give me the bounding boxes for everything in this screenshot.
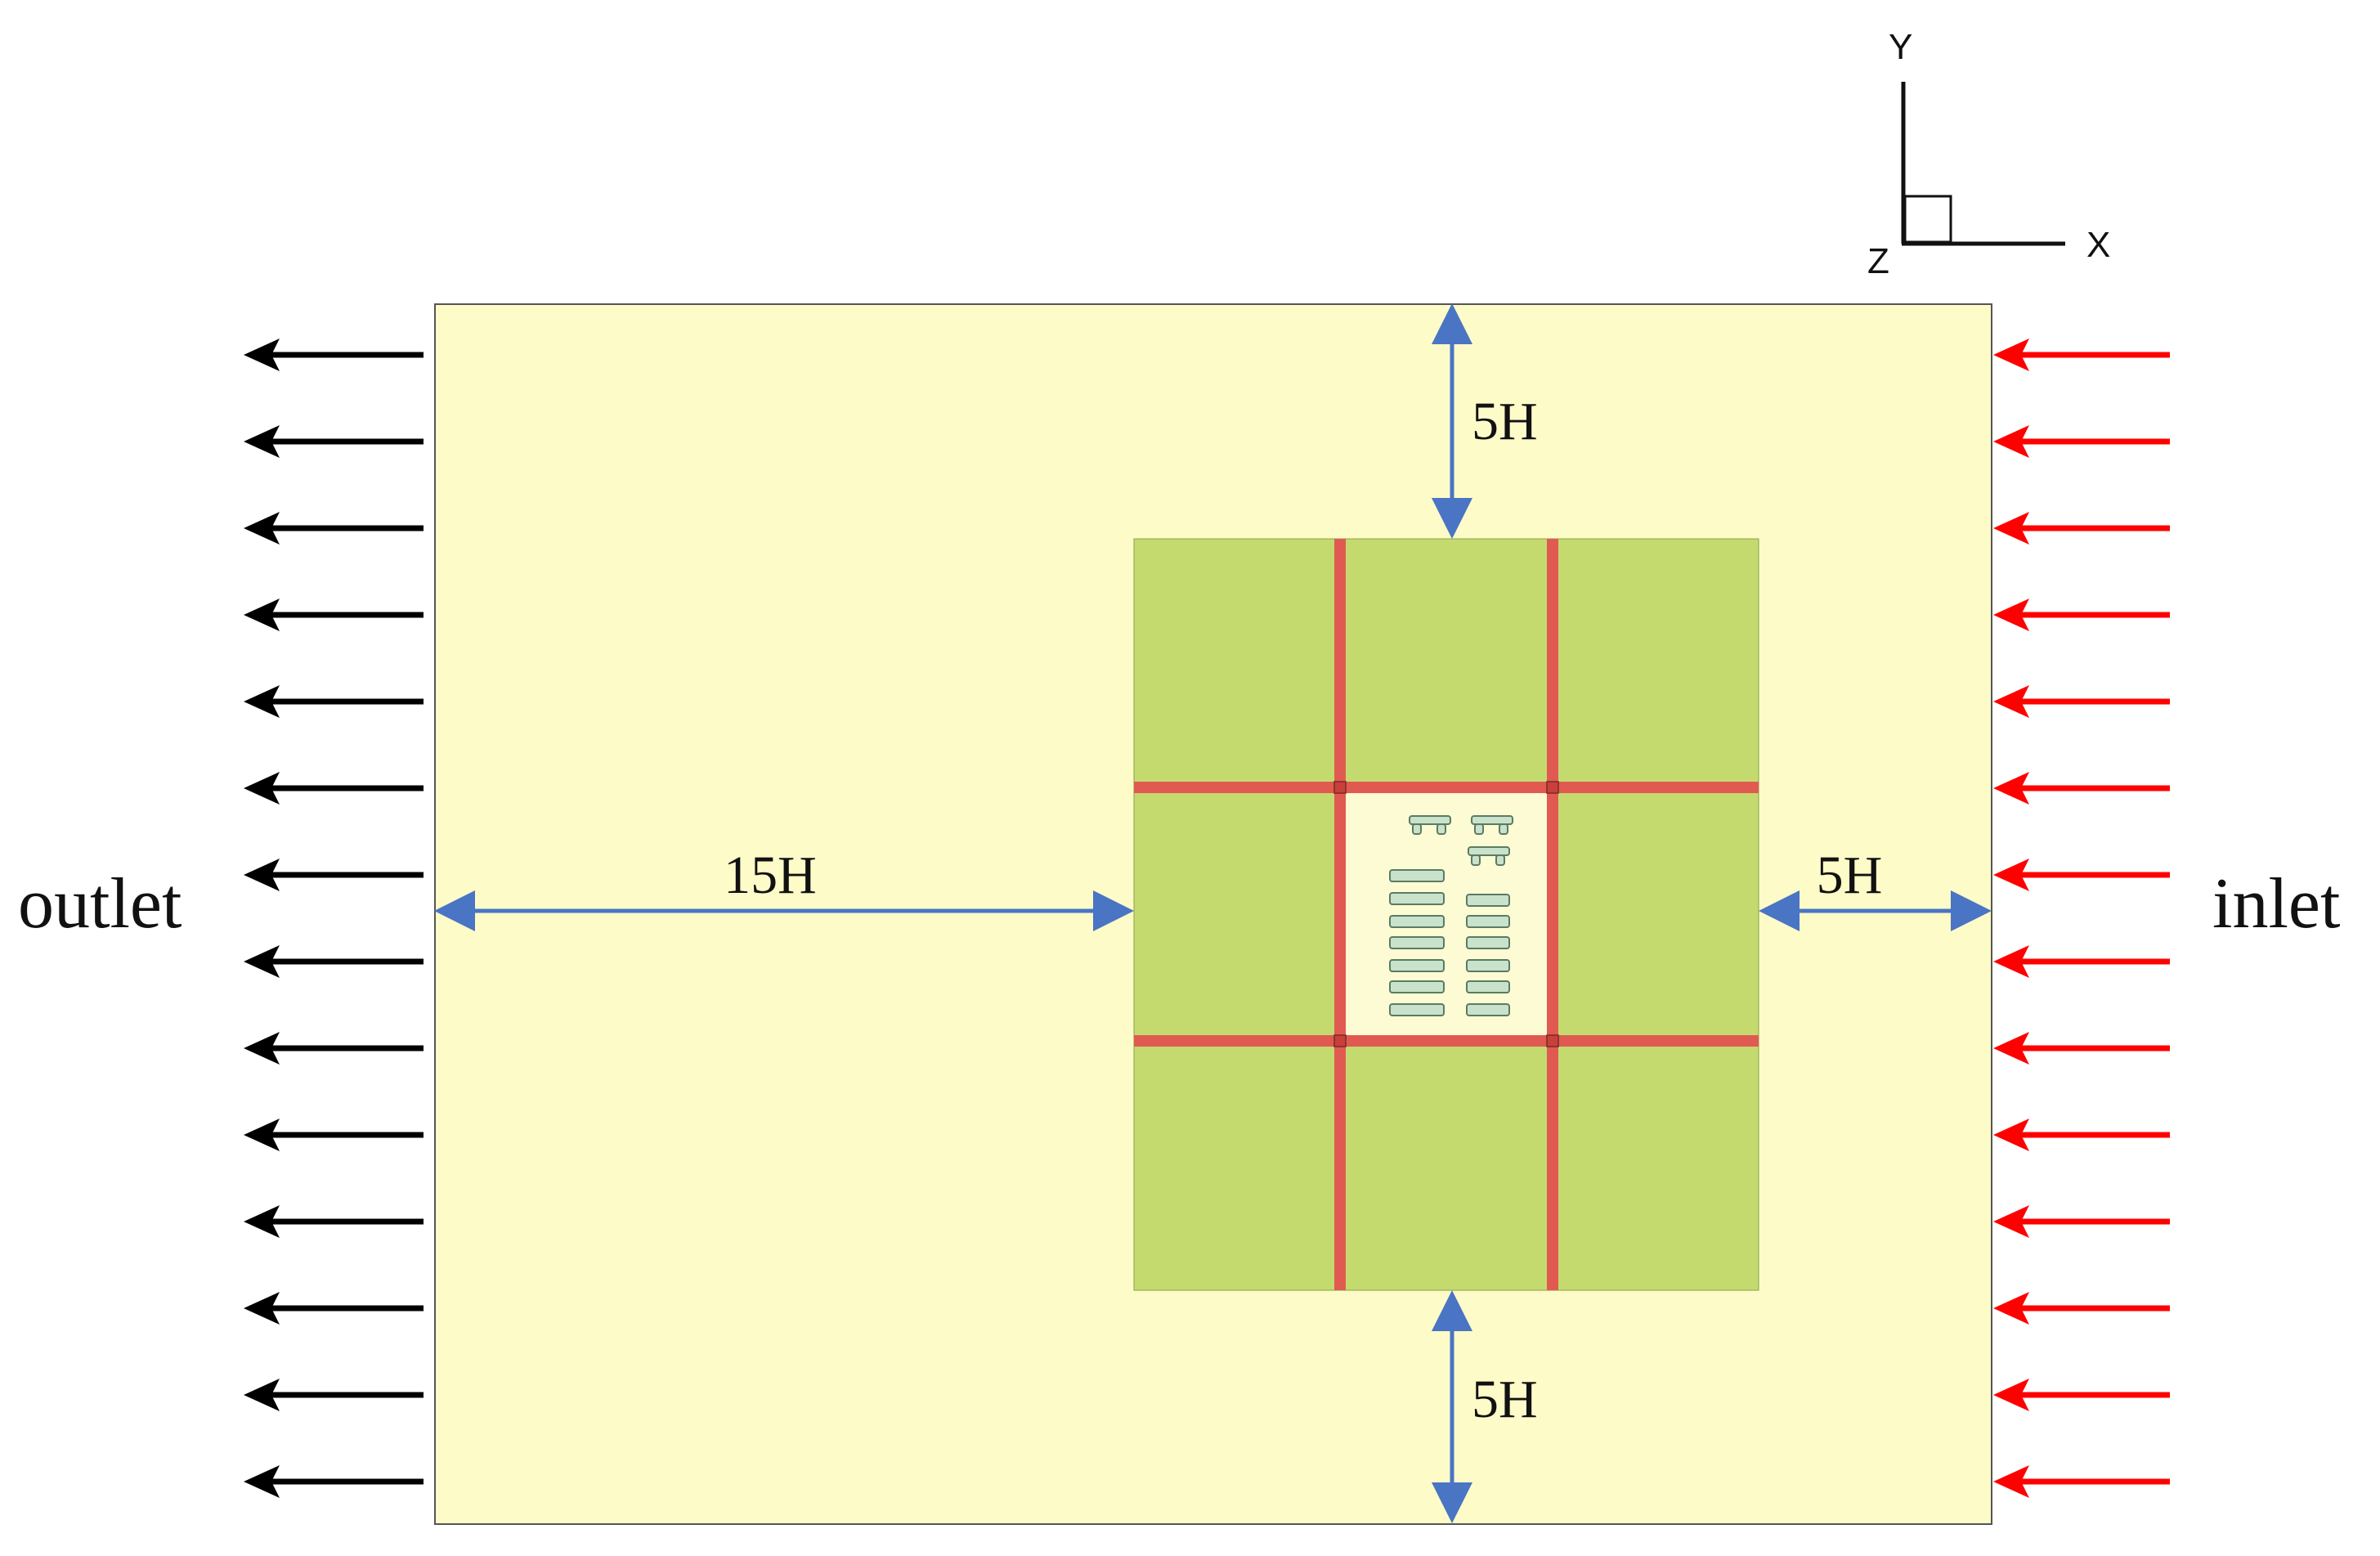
z-axis-label: Z	[1867, 241, 1889, 281]
building	[1389, 892, 1445, 905]
intersection-marker	[1333, 1034, 1347, 1047]
building	[1466, 915, 1510, 928]
intersection-marker	[1546, 781, 1559, 794]
building	[1389, 915, 1445, 928]
inlet-arrow-group	[1993, 339, 2170, 1498]
outlet-flow-arrow	[244, 512, 424, 545]
axis-corner-square	[1903, 195, 1952, 244]
inlet-flow-arrow	[1993, 859, 2170, 891]
outlet-flow-arrow	[244, 685, 424, 718]
building	[1466, 959, 1510, 972]
inlet-flow-arrow	[1993, 945, 2170, 978]
outlet-flow-arrow	[244, 772, 424, 805]
street-strip-vertical-left	[1334, 539, 1346, 1290]
y-axis-label: Y	[1889, 27, 1912, 67]
outlet-label: outlet	[18, 864, 182, 944]
intersection-marker	[1333, 781, 1347, 794]
building	[1409, 815, 1451, 825]
outlet-flow-arrow	[244, 1465, 424, 1498]
building	[1389, 936, 1445, 949]
building-group	[1389, 815, 1513, 1016]
building	[1389, 980, 1445, 993]
inlet-flow-arrow	[1993, 512, 2170, 545]
street-strip-horizontal-top	[1134, 782, 1759, 793]
inlet-flow-arrow	[1993, 1119, 2170, 1151]
intersection-marker	[1546, 1034, 1559, 1047]
outlet-flow-arrow	[244, 1379, 424, 1411]
building	[1466, 980, 1510, 993]
urban-block-region	[1133, 538, 1759, 1291]
inlet-label: inlet	[2212, 864, 2340, 944]
inlet-flow-arrow	[1993, 339, 2170, 371]
building	[1437, 823, 1446, 835]
building	[1466, 936, 1510, 949]
outlet-flow-arrow	[244, 1292, 424, 1325]
outlet-arrow-group	[244, 339, 424, 1498]
outlet-flow-arrow	[244, 599, 424, 631]
inlet-flow-arrow	[1993, 1205, 2170, 1238]
dimension-label-right: 5H	[1817, 845, 1883, 905]
outlet-flow-arrow	[244, 1205, 424, 1238]
inlet-flow-arrow	[1993, 685, 2170, 718]
outlet-flow-arrow	[244, 425, 424, 458]
outlet-flow-arrow	[244, 339, 424, 371]
inlet-flow-arrow	[1993, 1292, 2170, 1325]
outlet-flow-arrow	[244, 1032, 424, 1065]
inlet-flow-arrow	[1993, 599, 2170, 631]
building	[1474, 823, 1484, 835]
coordinate-axes: Y X Z	[1867, 27, 2110, 281]
building	[1495, 854, 1505, 866]
inlet-flow-arrow	[1993, 1032, 2170, 1065]
outlet-flow-arrow	[244, 1119, 424, 1151]
building	[1499, 823, 1508, 835]
street-strip-horizontal-bottom	[1134, 1035, 1759, 1047]
dimension-label-bottom: 5H	[1472, 1370, 1538, 1429]
outlet-flow-arrow	[244, 945, 424, 978]
building	[1466, 1003, 1510, 1016]
street-strip-vertical-right	[1547, 539, 1558, 1290]
building	[1468, 846, 1510, 856]
inlet-flow-arrow	[1993, 1379, 2170, 1411]
building	[1389, 959, 1445, 972]
dimension-label-left: 15H	[724, 845, 817, 905]
inlet-flow-arrow	[1993, 1465, 2170, 1498]
center-area	[1346, 793, 1547, 1035]
building	[1389, 1003, 1445, 1016]
building	[1412, 823, 1422, 835]
building	[1471, 815, 1513, 825]
inlet-flow-arrow	[1993, 772, 2170, 805]
x-axis-label: X	[2086, 225, 2110, 265]
outlet-flow-arrow	[244, 859, 424, 891]
dimension-label-top: 5H	[1472, 392, 1538, 451]
building	[1389, 869, 1445, 882]
building	[1466, 894, 1510, 907]
building	[1471, 854, 1481, 866]
inlet-flow-arrow	[1993, 425, 2170, 458]
